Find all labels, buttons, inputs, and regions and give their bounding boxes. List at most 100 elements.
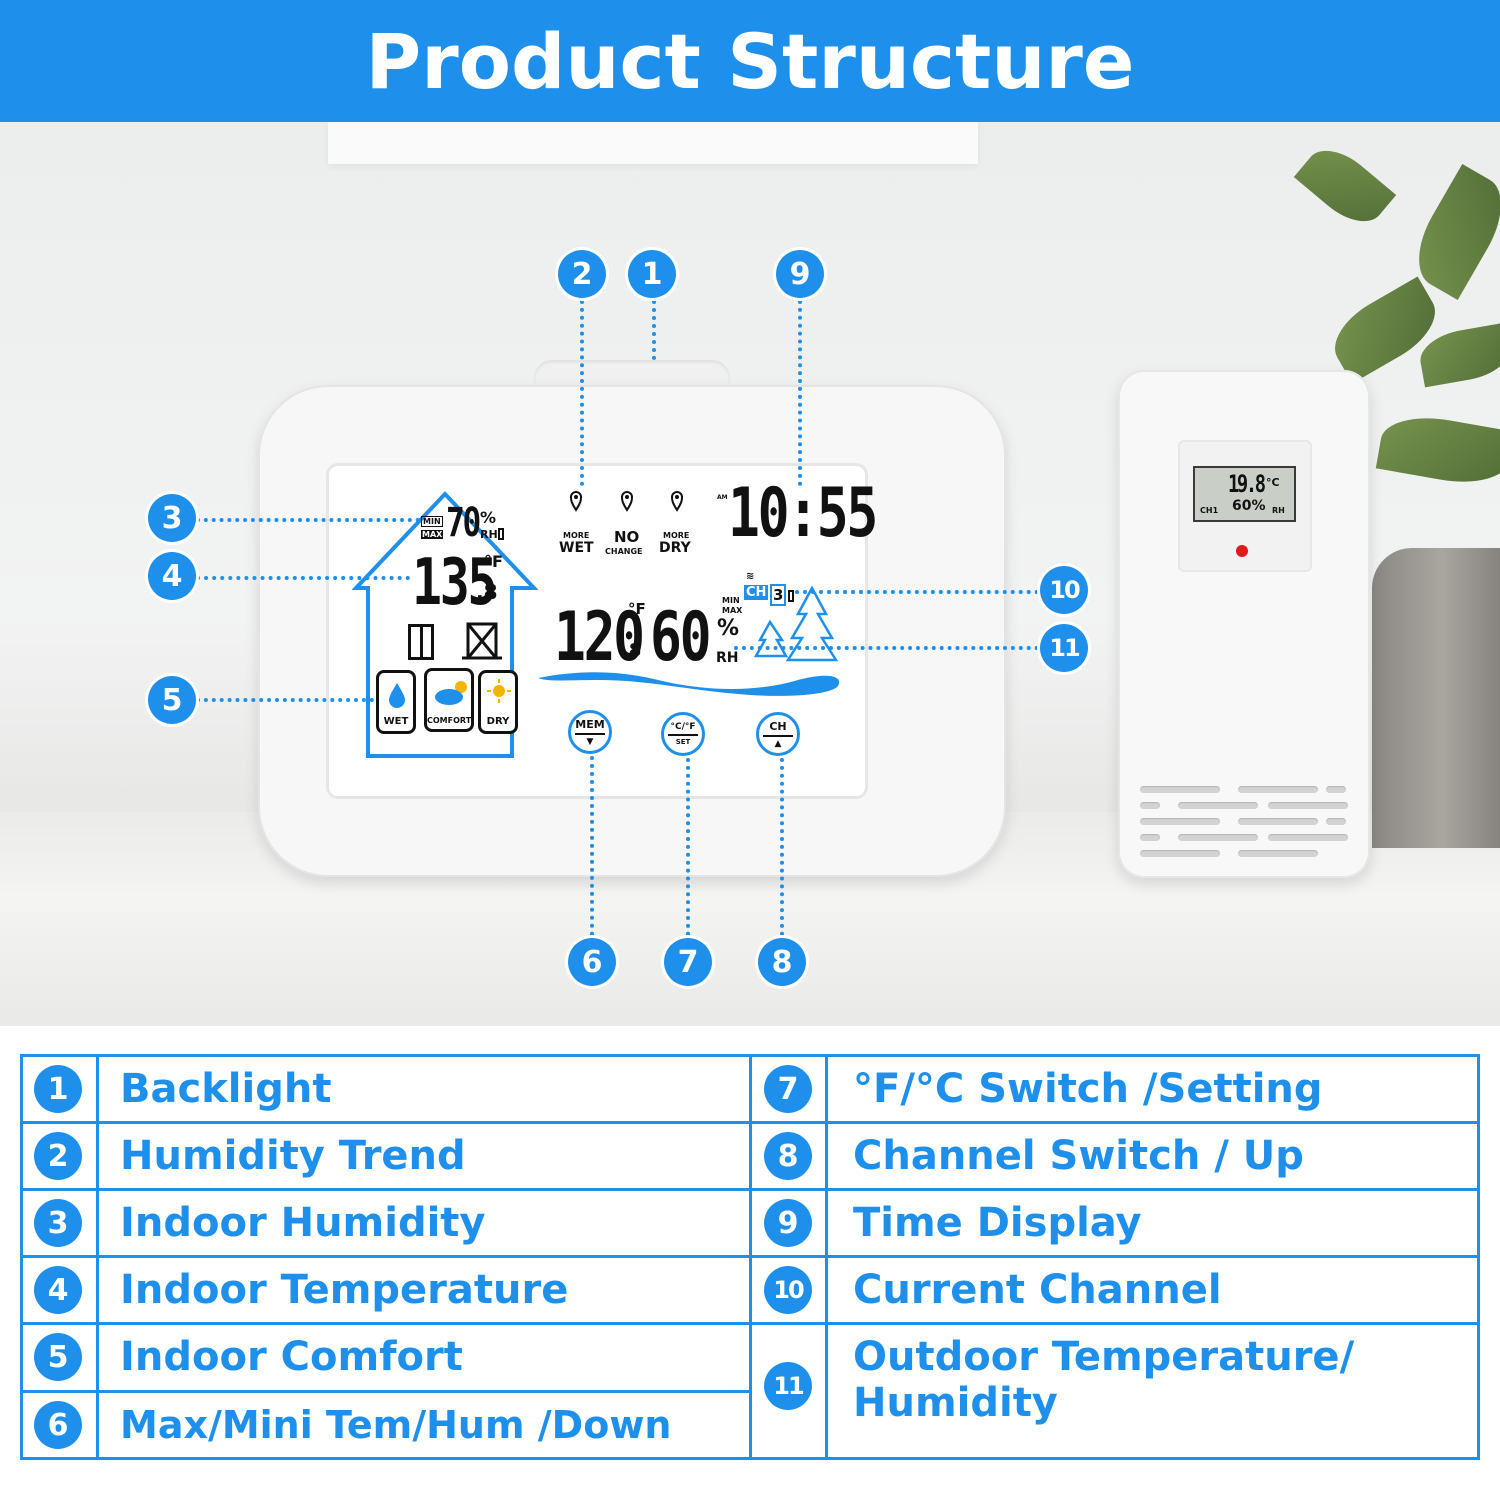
tree-icon xyxy=(753,585,838,662)
legend-label-max-mini: Max/Mini Tem/Hum /Down xyxy=(120,1403,672,1447)
battery-icon xyxy=(498,528,504,540)
window-open-icon-divider xyxy=(420,624,423,660)
indoor-temp-decimal: .8 xyxy=(476,580,498,604)
sensor-vent xyxy=(1326,818,1346,825)
callout-4: 4 xyxy=(148,552,196,600)
sensor-lcd xyxy=(1193,466,1296,522)
legend-badge-5: 5 xyxy=(34,1333,82,1381)
wall-frame xyxy=(328,122,978,164)
sensor-vent xyxy=(1178,802,1258,809)
trend-wet-icon xyxy=(569,491,583,512)
leader-line-11 xyxy=(734,646,1039,650)
legend-label-indoor-comfort: Indoor Comfort xyxy=(120,1334,463,1380)
legend-badge-1: 1 xyxy=(34,1065,82,1113)
channel-number: 3 xyxy=(770,584,787,606)
legend-row-divider xyxy=(20,1390,750,1393)
legend-badge-8: 8 xyxy=(764,1132,812,1180)
legend-badge-11: 11 xyxy=(764,1362,812,1410)
legend-badge-3: 3 xyxy=(34,1199,82,1247)
sensor-led xyxy=(1236,545,1248,557)
legend-label-indoor-humidity: Indoor Humidity xyxy=(120,1200,486,1246)
min-label: MIN xyxy=(421,516,443,527)
indoor-humidity-unit: % xyxy=(480,508,497,527)
legend-badge-9: 9 xyxy=(764,1199,812,1247)
legend-label-indoor-temperature: Indoor Temperature xyxy=(120,1267,569,1313)
signal-icon: ≋ xyxy=(746,571,755,582)
outdoor-humidity-value: 60 xyxy=(650,598,712,677)
callout-6: 6 xyxy=(568,938,616,986)
callout-5: 5 xyxy=(148,676,196,724)
max-label: MAX xyxy=(421,530,444,539)
indoor-rh-label: RH xyxy=(480,528,498,541)
page-title: Product Structure xyxy=(365,16,1135,106)
ch-label: CH xyxy=(769,719,787,733)
outdoor-humidity-unit: % xyxy=(717,616,740,641)
mem-label: MEM xyxy=(575,717,605,731)
callout-8: 8 xyxy=(758,938,806,986)
callout-2: 2 xyxy=(558,250,606,298)
comfort-wet-label: WET xyxy=(383,716,409,727)
legend-label-outdoor-temperature: Outdoor Temperature/ xyxy=(853,1334,1355,1380)
comfort-dry-label: DRY xyxy=(486,716,510,727)
sensor-vent xyxy=(1140,786,1220,793)
outdoor-min-label: MIN xyxy=(722,596,740,605)
trend-dry-more: MORE xyxy=(663,531,690,540)
down-arrow-icon: ▼ xyxy=(586,736,594,747)
legend-label-unit-switch: °F/°C Switch /Setting xyxy=(853,1066,1323,1112)
up-arrow-icon: ▲ xyxy=(774,738,782,749)
mem-down-button[interactable]: MEM ▼ xyxy=(568,710,612,754)
set-label: SET xyxy=(675,738,691,746)
legend-label-time-display: Time Display xyxy=(853,1200,1142,1246)
callout-10: 10 xyxy=(1040,566,1088,614)
legend-row-divider xyxy=(20,1255,1480,1258)
legend-badge-10: 10 xyxy=(764,1266,812,1314)
channel-label: CH xyxy=(744,585,769,600)
trend-wet-label: WET xyxy=(559,540,594,556)
unit-set-button[interactable]: °C/°F SET xyxy=(661,712,705,756)
water-drop-icon xyxy=(389,683,405,708)
sensor-rh: RH xyxy=(1272,506,1285,515)
indoor-temp-value: 135 xyxy=(412,546,497,620)
indoor-humidity-value: 70 xyxy=(446,500,481,546)
sensor-temp-unit: °C xyxy=(1266,476,1280,489)
outdoor-temp-unit: °F xyxy=(628,600,646,618)
legend-label-outdoor-humidity: Humidity xyxy=(853,1380,1058,1426)
sensor-channel: CH1 xyxy=(1200,506,1219,515)
leader-line-4 xyxy=(196,576,410,580)
trend-no-label: NO xyxy=(614,528,640,546)
legend-label-current-channel: Current Channel xyxy=(853,1267,1222,1313)
leader-line-3 xyxy=(196,518,420,522)
outdoor-max-label: MAX xyxy=(722,606,743,615)
trend-dry-icon xyxy=(670,491,684,512)
comfort-comfort-label: COMFORT xyxy=(427,716,472,725)
callout-7: 7 xyxy=(664,938,712,986)
unit-divider xyxy=(668,734,698,736)
leader-line-10 xyxy=(795,590,1039,594)
sensor-vent xyxy=(1178,834,1258,841)
sensor-vent xyxy=(1238,850,1318,857)
legend-row-divider xyxy=(20,1322,1480,1325)
sensor-vent xyxy=(1238,818,1318,825)
comfort-comfort-box: COMFORT xyxy=(424,668,474,732)
callout-11: 11 xyxy=(1040,624,1088,672)
sensor-vent xyxy=(1268,834,1348,841)
legend-row-divider xyxy=(20,1188,1480,1191)
leader-line-1 xyxy=(652,300,656,360)
cloud-sun-icon xyxy=(435,681,467,705)
trend-change-label: CHANGE xyxy=(605,547,643,556)
leader-line-7 xyxy=(686,758,690,936)
leader-line-9 xyxy=(798,300,802,486)
leader-line-8 xyxy=(780,758,784,936)
channel-up-button[interactable]: CH ▲ xyxy=(756,712,800,756)
sensor-vent xyxy=(1140,834,1160,841)
legend-label-humidity-trend: Humidity Trend xyxy=(120,1133,466,1179)
outdoor-temp-value: 120 xyxy=(554,598,645,677)
window-closed-icon xyxy=(462,622,502,660)
sensor-vent xyxy=(1268,802,1348,809)
comfort-wet-box: WET xyxy=(376,670,416,734)
mem-divider xyxy=(575,732,605,735)
sensor-vent xyxy=(1140,802,1160,809)
callout-3: 3 xyxy=(148,494,196,542)
leader-line-6 xyxy=(590,756,594,936)
trend-wet-more: MORE xyxy=(563,531,590,540)
